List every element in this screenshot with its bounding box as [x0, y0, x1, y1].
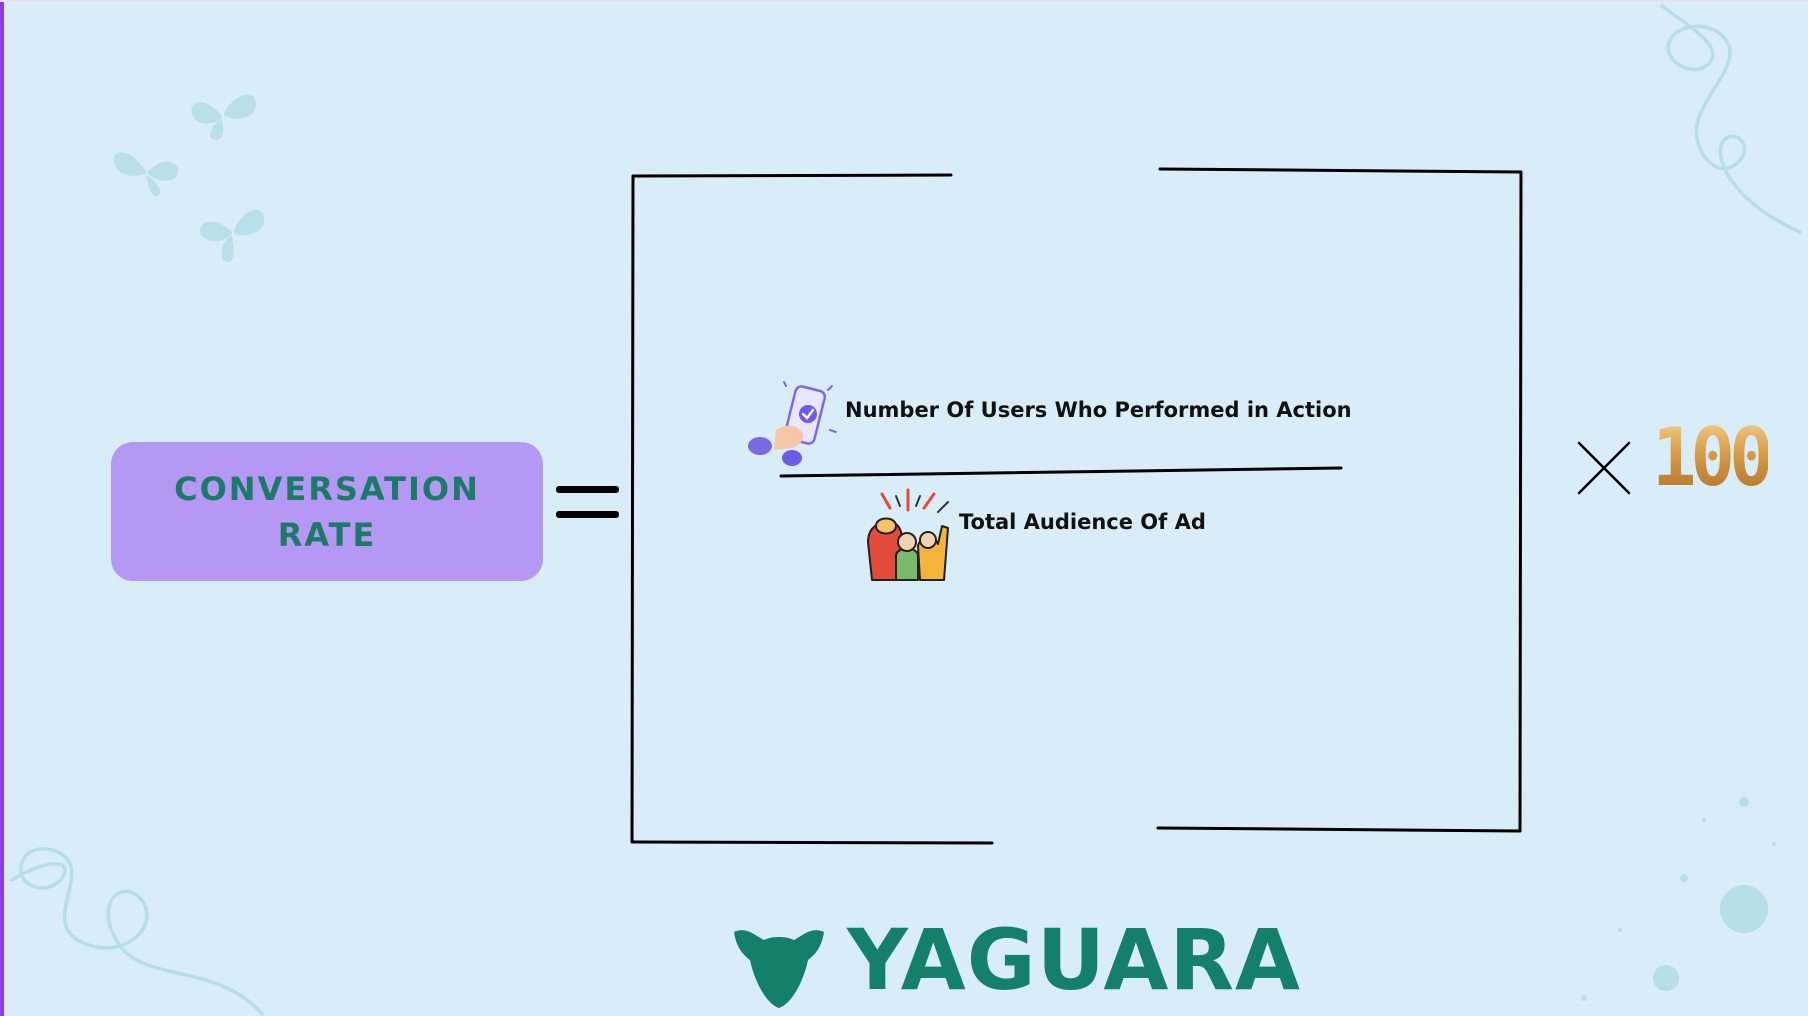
right-bracket: [1156, 167, 1523, 833]
equals-sign-bottom-bar: [556, 511, 619, 518]
left-bracket: [630, 173, 994, 845]
metric-label-box: CONVERSATION RATE: [111, 442, 543, 581]
brand-wordmark: YAGUARA: [847, 911, 1302, 1009]
slide-top-border: [0, 0, 1808, 2]
squiggle-decoration: [10, 847, 264, 1016]
multiplier-value: 100: [1652, 411, 1774, 505]
fraction-numerator: Number Of Users Who Performed in Action: [845, 398, 1352, 422]
phone-tap-icon: [748, 381, 837, 466]
jaguar-head-icon: [734, 930, 824, 1008]
butterfly-icon: [191, 94, 256, 140]
metric-label-line-1: CONVERSATION: [174, 469, 480, 508]
dots-decoration: [1581, 797, 1776, 1001]
fraction-denominator: Total Audience Of Ad: [959, 510, 1206, 534]
butterfly-icon: [113, 152, 179, 197]
squiggle-decoration: [1660, 4, 1802, 234]
metric-label-line-2: RATE: [277, 515, 377, 554]
butterfly-icon: [199, 209, 265, 262]
slide-left-border: [0, 0, 4, 1016]
equals-sign-top-bar: [556, 486, 619, 493]
cheering-crowd-icon: [867, 488, 949, 581]
multiply-icon: [1577, 441, 1631, 495]
